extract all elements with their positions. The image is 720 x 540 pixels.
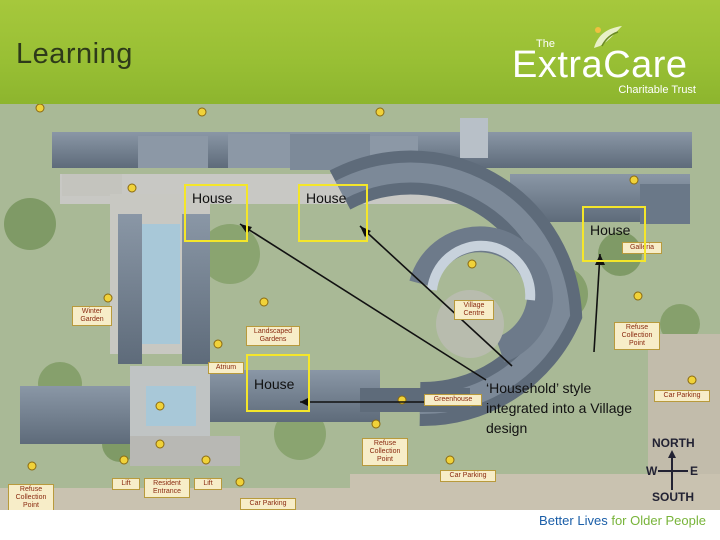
extracare-logo: The ExtraCare Charitable Trust bbox=[512, 22, 702, 98]
header-banner: Learning The ExtraCare Charitable Trust bbox=[0, 0, 720, 104]
logo-wordmark: ExtraCare bbox=[512, 44, 688, 86]
house-highlight-2: House bbox=[298, 184, 368, 242]
house-label-1: House bbox=[192, 190, 233, 206]
label-refuse-collection-center: Refuse Collection Point bbox=[362, 438, 408, 466]
village-site-plan: Winter Garden Landscaped Gardens Atrium … bbox=[0, 104, 720, 510]
footer-tagline: Better Lives for Older People bbox=[539, 513, 706, 528]
footer: Better Lives for Older People bbox=[0, 510, 720, 540]
tagline-green: for Older People bbox=[611, 513, 706, 528]
label-resident-entrance: Resident Entrance bbox=[144, 478, 190, 498]
house-label-3: House bbox=[590, 222, 631, 238]
compass-east: E bbox=[690, 464, 699, 478]
label-lift-2: Lift bbox=[194, 478, 222, 490]
page-title: Learning bbox=[16, 38, 133, 70]
compass-west: W bbox=[646, 464, 658, 478]
house-highlight-4: House bbox=[246, 354, 310, 412]
household-callout: ‘Household’ style integrated into a Vill… bbox=[486, 380, 633, 436]
tagline-blue: Better Lives bbox=[539, 513, 608, 528]
site-plan-drawing bbox=[0, 104, 720, 510]
logo-subtitle: Charitable Trust bbox=[618, 84, 696, 96]
label-landscaped-gardens: Landscaped Gardens bbox=[246, 326, 300, 346]
compass-rose: NORTH W E SOUTH bbox=[642, 432, 702, 510]
leaf-logo-icon bbox=[594, 26, 622, 48]
logo-the: The bbox=[536, 38, 555, 50]
house-label-4: House bbox=[254, 376, 295, 392]
label-village-centre: Village Centre bbox=[454, 300, 494, 320]
label-refuse-collection-right: Refuse Collection Point bbox=[614, 322, 660, 350]
label-car-parking-center: Car Parking bbox=[440, 470, 496, 482]
label-car-parking-right: Car Parking bbox=[654, 390, 710, 402]
label-galleria: Galleria bbox=[622, 242, 662, 254]
label-refuse-collection-left: Refuse Collection Point bbox=[8, 484, 54, 510]
compass-south: SOUTH bbox=[652, 490, 694, 504]
label-greenhouse: Greenhouse bbox=[424, 394, 482, 406]
compass-arrows-icon bbox=[658, 450, 688, 490]
label-atrium: Atrium bbox=[208, 362, 244, 374]
compass-north: NORTH bbox=[652, 436, 695, 450]
house-highlight-1: House bbox=[184, 184, 248, 242]
label-winter-garden: Winter Garden bbox=[72, 306, 112, 326]
label-lift-1: Lift bbox=[112, 478, 140, 490]
label-car-parking-bottom: Car Parking bbox=[240, 498, 296, 510]
house-label-2: House bbox=[306, 190, 347, 206]
house-highlight-3: House bbox=[582, 206, 646, 262]
